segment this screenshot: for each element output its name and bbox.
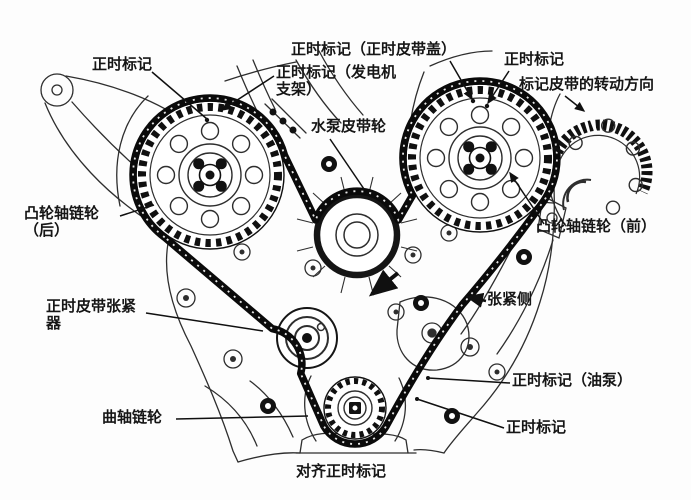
water-pump-pulley <box>296 176 418 294</box>
label-timing-belt-tensioner: 正时皮带张紧器 <box>46 297 137 332</box>
leader-camshaft-sprocket-rear <box>119 204 155 217</box>
label-camshaft-sprocket-front: 凸轮轴链轮（前） <box>536 217 657 235</box>
crankshaft-sprocket <box>323 376 387 440</box>
belt-direction-mark <box>589 118 598 133</box>
leader-camshaft-sprocket-front <box>509 171 545 225</box>
label-timing-mark-crank: 正时标记 <box>506 418 567 436</box>
label-timing-mark-belt-cover: 正时标记（正时皮带盖） <box>291 40 457 58</box>
leader-belt-rotation-direction <box>564 95 586 112</box>
camshaft-sprocket-rear <box>135 100 285 250</box>
inline-arrows <box>368 269 487 308</box>
leader-lines <box>119 60 586 429</box>
leader-crankshaft-sprocket <box>175 415 309 420</box>
leader-timing-mark-belt-cover <box>449 60 473 101</box>
label-timing-mark-top-right: 正时标记 <box>504 50 565 68</box>
label-tension-side: 张紧侧 <box>487 290 533 308</box>
label-camshaft-sprocket-rear: 凸轮轴链轮（后） <box>24 204 100 239</box>
timing-mark-dot-front <box>470 98 476 104</box>
leader-timing-belt-tensioner <box>145 312 264 332</box>
belt-direction-detail <box>552 118 653 215</box>
label-timing-mark-oil-pump: 正时标记（油泵） <box>512 371 633 389</box>
label-timing-mark-generator-bracket: 正时标记（发电机支架） <box>276 63 397 98</box>
label-water-pump-pulley: 水泵皮带轮 <box>311 117 387 135</box>
leader-timing-mark-top-right <box>487 70 510 105</box>
leader-timing-mark-oil-pump <box>427 377 511 384</box>
leader-water-pump-pulley <box>329 138 365 190</box>
leader-timing-mark-top-left <box>151 71 208 120</box>
label-belt-rotation-direction: 标记皮带的转动方向 <box>519 75 655 93</box>
belt-flow-arrow <box>368 269 400 297</box>
leader-timing-mark-generator-bracket <box>220 75 275 111</box>
label-align-timing-marks: 对齐正时标记 <box>296 462 387 480</box>
label-crankshaft-sprocket: 曲轴链轮 <box>102 408 163 426</box>
timing-belt <box>129 77 561 448</box>
label-timing-mark-top-left: 正时标记 <box>92 55 153 73</box>
tension-side-arrow <box>465 292 487 308</box>
leader-timing-mark-crank <box>416 398 505 429</box>
timing-mark-dot-cover <box>484 103 490 109</box>
